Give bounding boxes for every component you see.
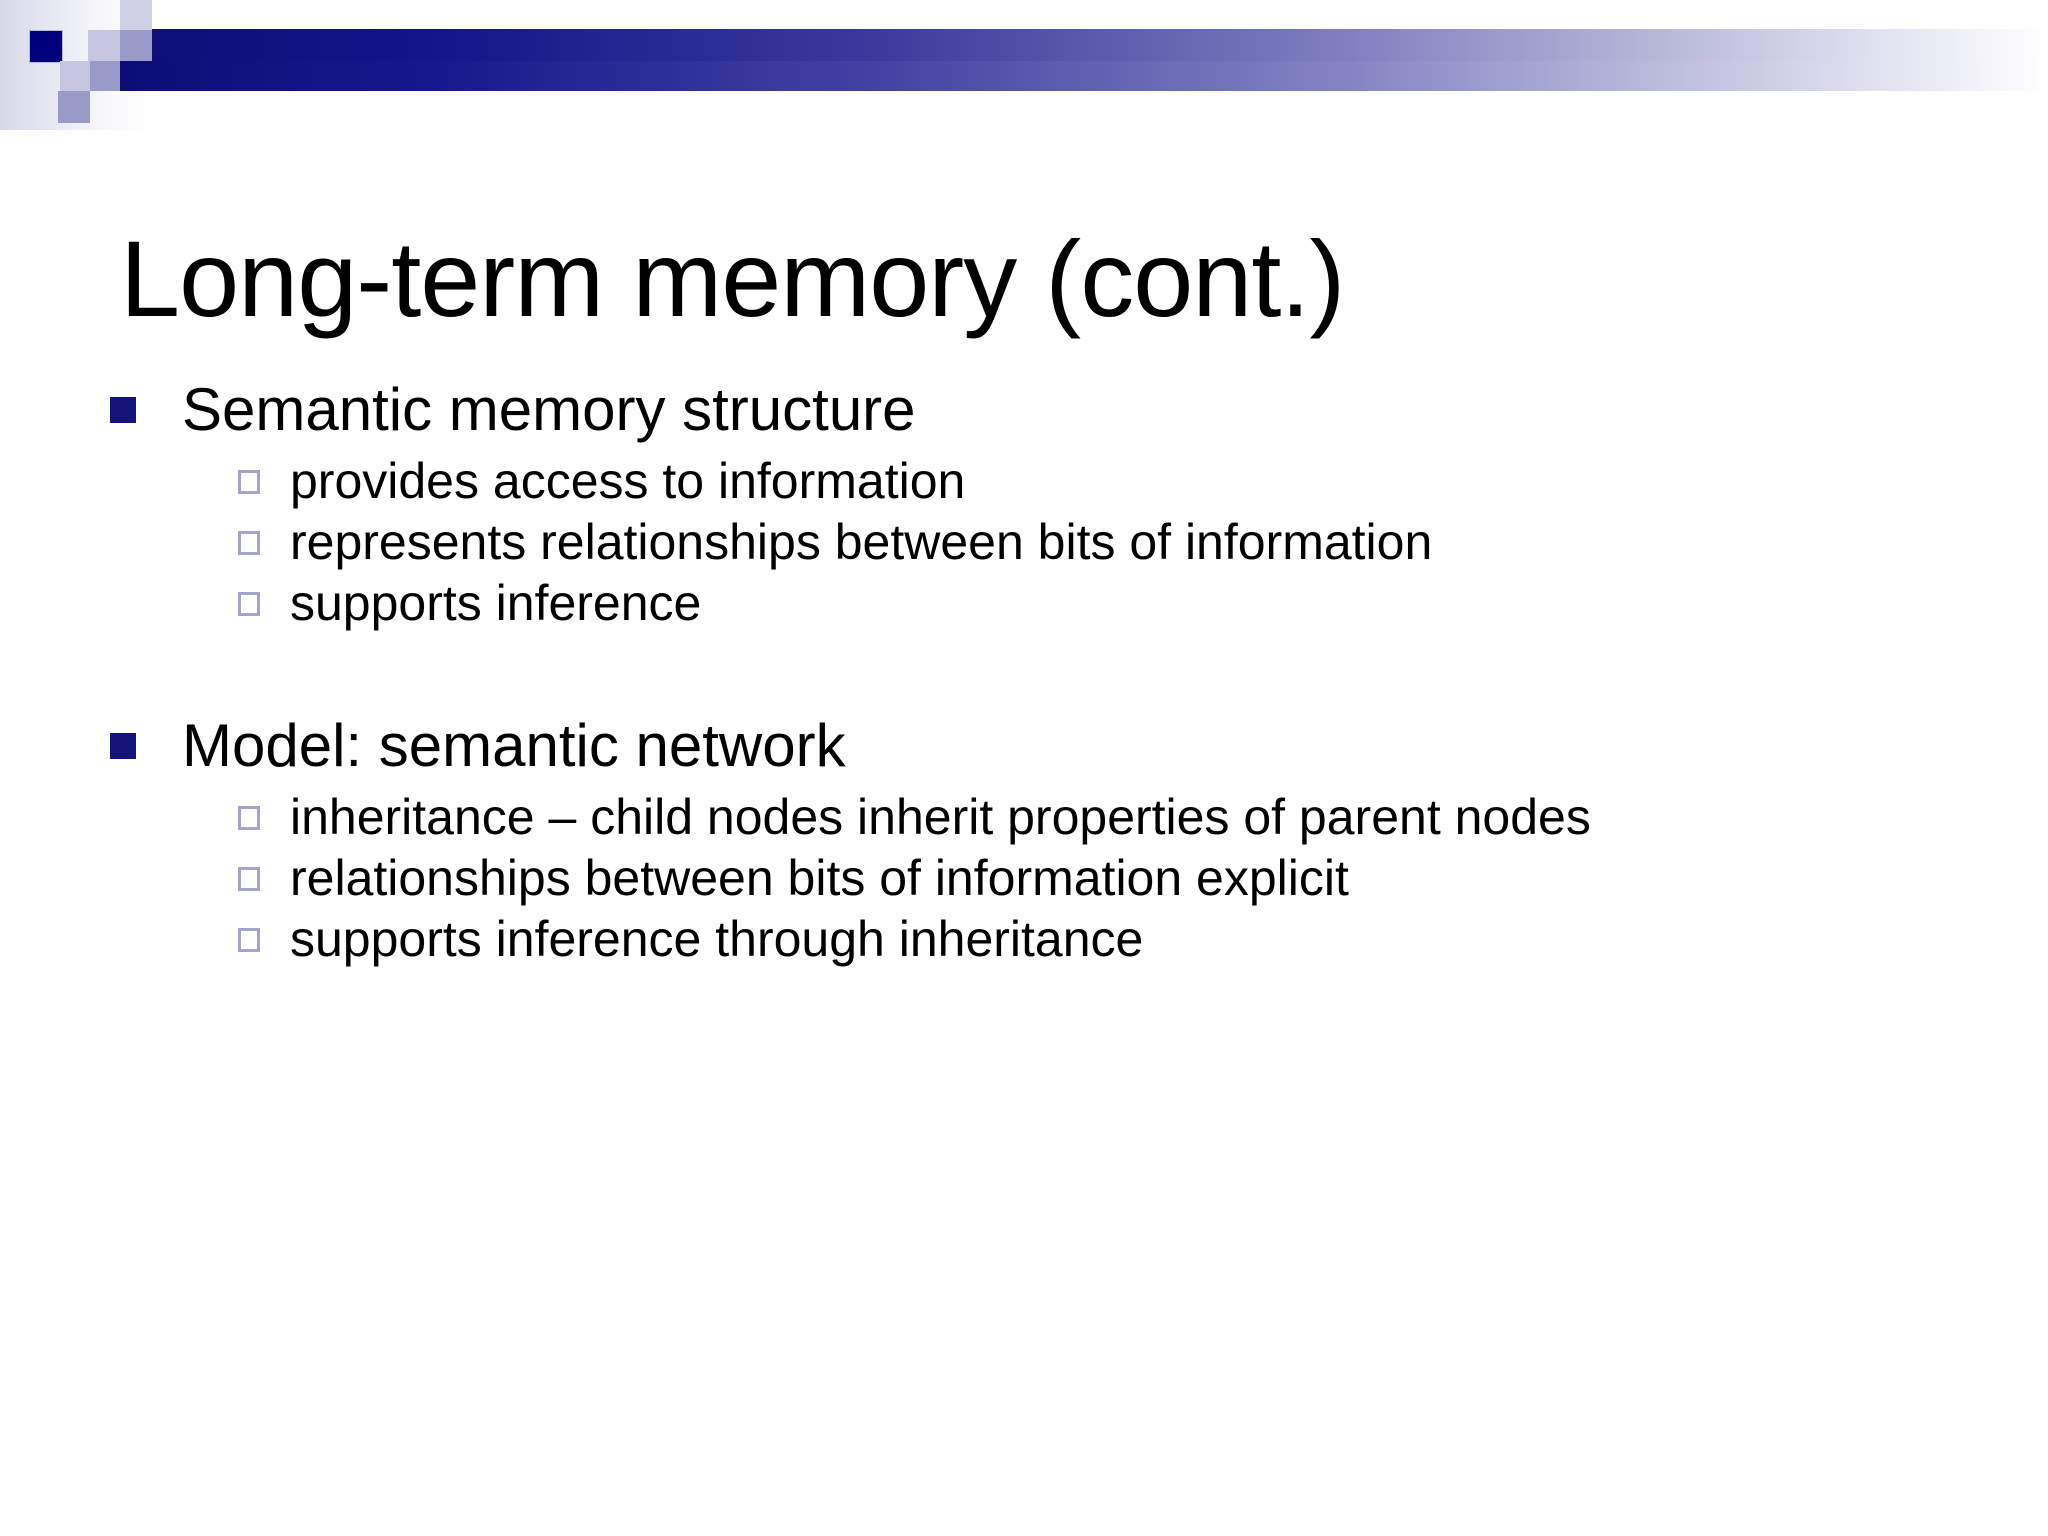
slide-header-decoration	[0, 0, 2048, 130]
bullet-level2: supports inference through inheritance	[238, 910, 1990, 969]
bullet-level2-label: represents relationships between bits of…	[290, 513, 1433, 570]
bullet-level2-label: relationships between bits of informatio…	[290, 849, 1349, 906]
bullet-group: Model: semantic network inheritance – ch…	[110, 711, 1990, 969]
header-navy-bar-lower	[120, 61, 2048, 91]
filled-square-bullet-icon	[110, 397, 136, 423]
filled-square-bullet-icon	[110, 732, 136, 759]
hollow-square-bullet-icon	[238, 591, 260, 616]
deco-square-mid-center	[120, 30, 152, 61]
bullet-level1-label: Model: semantic network	[182, 711, 846, 779]
bullet-level2-label: supports inference through inheritance	[290, 910, 1144, 967]
hollow-square-bullet-icon	[238, 530, 260, 555]
deco-square-mid-lower	[90, 61, 120, 91]
slide-body: Semantic memory structure provides acces…	[110, 375, 1990, 971]
hollow-square-bullet-icon	[238, 866, 260, 891]
bullet-level2: represents relationships between bits of…	[238, 513, 1990, 572]
hollow-square-bullet-icon	[238, 469, 260, 494]
bullet-level2: relationships between bits of informatio…	[238, 849, 1990, 908]
deco-square-pale-top	[120, 0, 152, 30]
hollow-square-bullet-icon	[238, 927, 260, 952]
group-spacer	[110, 635, 1990, 711]
bullet-level2: inheritance – child nodes inherit proper…	[238, 788, 1990, 847]
hollow-square-bullet-icon	[238, 805, 260, 830]
bullet-level2: provides access to information	[238, 452, 1990, 511]
bullet-level2-label: supports inference	[290, 574, 702, 631]
header-navy-bar-upper	[152, 29, 2048, 61]
deco-square-mid-bottom	[58, 91, 90, 123]
deco-square-light-left	[88, 30, 120, 61]
page-title: Long-term memory (cont.)	[120, 218, 1345, 340]
bullet-level1-label: Semantic memory structure	[182, 376, 916, 443]
bullet-level2: supports inference	[238, 574, 1990, 633]
bullet-group: Semantic memory structure provides acces…	[110, 375, 1990, 633]
bullet-level1: Model: semantic network	[110, 711, 1990, 782]
bullet-level2-label: inheritance – child nodes inherit proper…	[290, 788, 1591, 845]
bullet-level2-label: provides access to information	[290, 452, 966, 509]
deco-square-light-lower	[60, 61, 92, 91]
bullet-level1: Semantic memory structure	[110, 375, 1990, 446]
deco-square-navy	[29, 30, 63, 63]
